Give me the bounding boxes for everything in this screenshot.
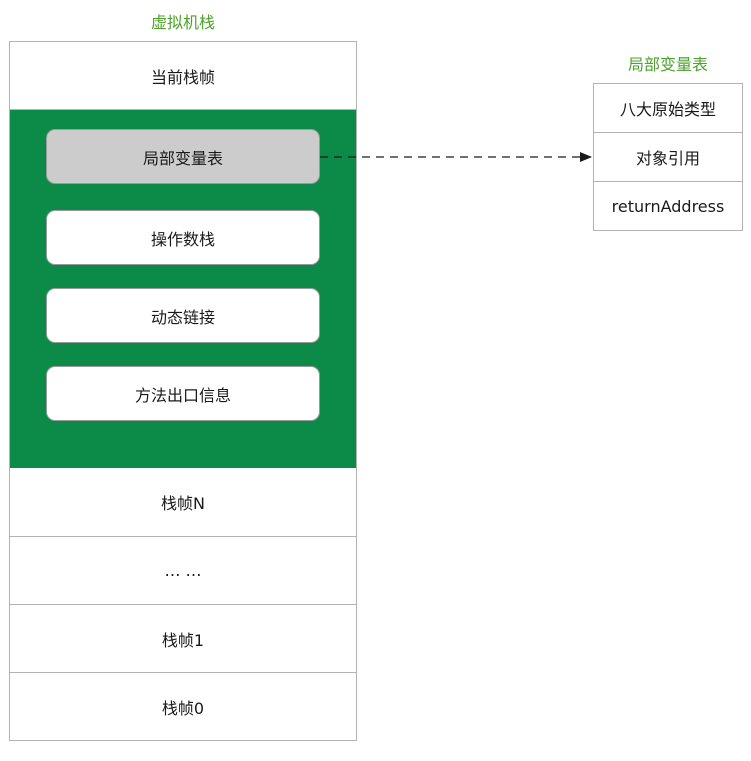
stack-frame-1: 栈帧1	[10, 605, 356, 673]
lvt-row-return-address: returnAddress	[611, 196, 725, 216]
stack-frame-ellipsis: … …	[10, 537, 356, 605]
local-variable-table-block: 局部变量表	[46, 129, 320, 184]
method-return-info-block: 方法出口信息	[46, 366, 320, 421]
stack-frame-n: 栈帧N	[10, 468, 356, 537]
dynamic-linking-block: 动态链接	[46, 288, 320, 343]
current-frame-body: 局部变量表 操作数栈 动态链接 方法出口信息	[10, 110, 356, 468]
stack-frame-0: 栈帧0	[161, 698, 205, 718]
current-frame-header: 当前栈帧	[10, 42, 356, 110]
jvm-stack-title: 虚拟机栈	[150, 13, 215, 32]
arrow-head	[580, 152, 592, 162]
local-variable-table: 八大原始类型 对象引用 returnAddress	[593, 83, 743, 231]
lvt-row-primitive-types: 八大原始类型	[594, 84, 742, 133]
local-variable-table-title: 局部变量表	[627, 55, 708, 74]
lvt-row-object-reference: 对象引用	[594, 133, 742, 182]
jvm-stack: 当前栈帧 局部变量表 操作数栈 动态链接 方法出口信息 栈帧N … … 栈帧1 …	[9, 41, 357, 741]
operand-stack-block: 操作数栈	[46, 210, 320, 265]
